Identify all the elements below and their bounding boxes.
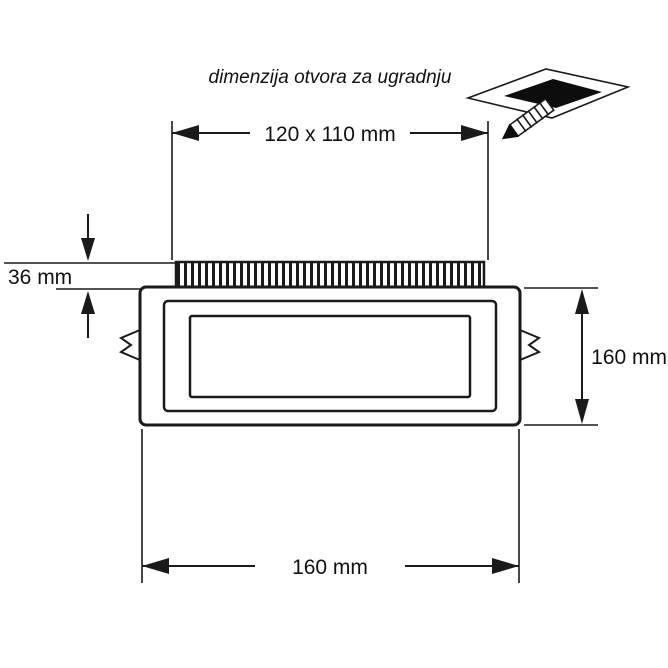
screw-thread-line — [521, 114, 533, 128]
drawing-title: dimenzija otvora za ugradnju — [209, 67, 452, 88]
arrowhead-right — [461, 125, 488, 141]
dimension-label-cutout: 120 x 110 mm — [264, 123, 396, 146]
heatsink-fins — [174, 260, 486, 290]
screw-thread-line — [532, 105, 544, 120]
cutout-hole — [504, 79, 602, 108]
arrowhead-up — [575, 289, 589, 314]
dimension-cutout: 120 x 110 mm — [171, 121, 489, 260]
screw-thread-line — [515, 118, 527, 133]
screw-tip — [501, 123, 519, 140]
mounting-clip-right — [519, 328, 542, 362]
dimension-label-fin-height: 36 mm — [8, 266, 72, 289]
arrowhead-left — [172, 125, 199, 141]
arrowhead-right — [492, 558, 519, 574]
dimension-label-body-width: 160 mm — [292, 556, 368, 579]
dimension-label-body-height: 160 mm — [591, 346, 667, 369]
screw-thread-line — [538, 101, 550, 116]
arrowhead-left — [142, 558, 169, 574]
screw-icon — [501, 97, 555, 140]
dimension-fin-height: 36 mm — [4, 214, 176, 338]
dimension-body-width: 160 mm — [141, 429, 520, 583]
arrowhead-down — [81, 238, 95, 261]
diffuser-panel — [188, 314, 472, 399]
screw-thread-line — [527, 109, 539, 124]
mounting-clip-left — [118, 328, 141, 362]
arrowhead-up — [81, 291, 95, 314]
led-panel-fixture — [118, 260, 542, 427]
arrowhead-down — [575, 399, 589, 424]
dimension-body-height: 160 mm — [524, 287, 667, 426]
ceiling-cutout-screw-icon — [465, 68, 631, 140]
